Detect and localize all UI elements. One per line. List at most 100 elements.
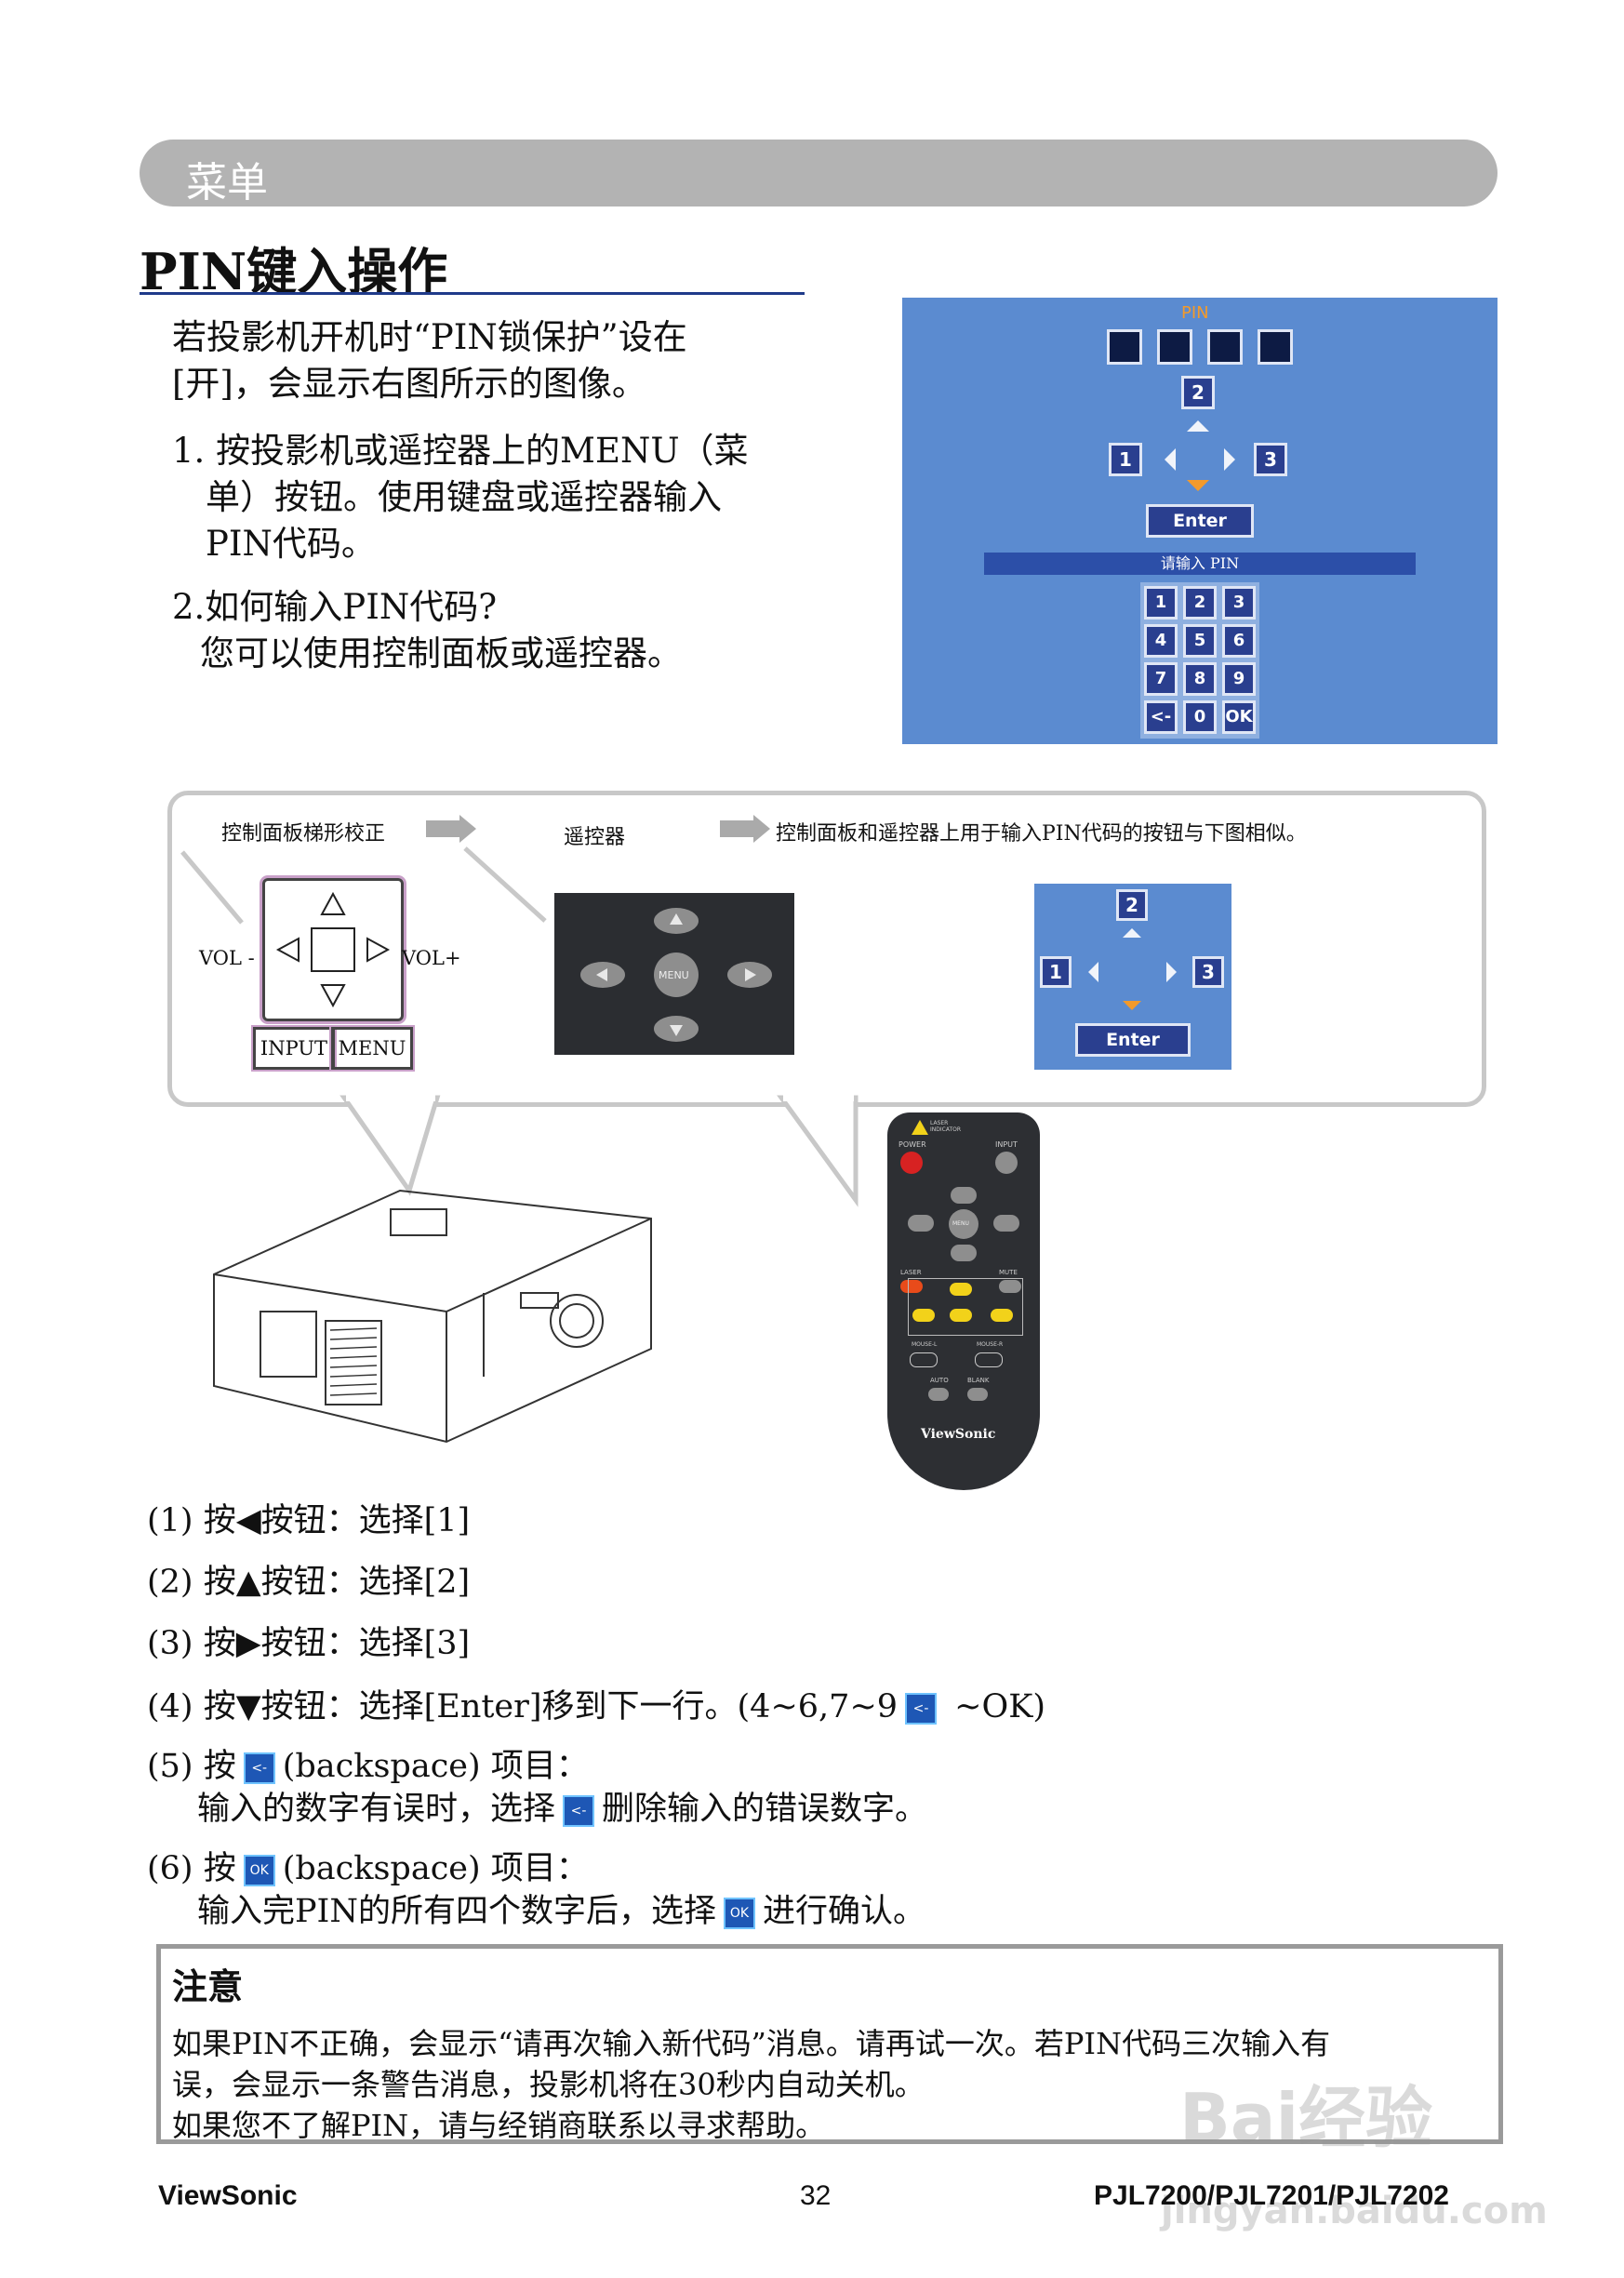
keypad-key[interactable]: <-: [1144, 700, 1178, 734]
remote-menu-button[interactable]: [949, 1209, 978, 1239]
pin-key-right[interactable]: 3: [1254, 443, 1287, 476]
mouse-pad-area: [908, 1278, 1023, 1336]
keypad-key[interactable]: 4: [1144, 624, 1178, 658]
backspace-icon: <-: [905, 1692, 938, 1725]
vol-minus-label: VOL -: [199, 947, 255, 969]
panel-label-remote: 遥控器: [564, 826, 626, 849]
remote-up-button[interactable]: [951, 1187, 977, 1204]
remote-left-button[interactable]: [908, 1215, 934, 1232]
mouse-up-button[interactable]: [950, 1283, 972, 1296]
arrow-head-icon: [459, 815, 476, 843]
mouse-down-button[interactable]: [950, 1309, 972, 1322]
keypad-key[interactable]: 2: [1183, 586, 1217, 619]
remote-dpad-icon: [580, 908, 772, 1042]
power-label: POWER: [899, 1140, 926, 1149]
menu-button[interactable]: MENU: [331, 1027, 413, 1070]
intro-line: 若投影机开机时“PIN锁保护”设在: [172, 317, 687, 357]
step-1: 1. 按投影机或遥控器上的MENU（菜 单）按钮。使用键盘或遥控器输入 PIN代…: [172, 428, 749, 567]
step-5-detail-a: 输入的数字有误时，选择: [197, 1791, 556, 1828]
keypad-key[interactable]: 5: [1183, 624, 1217, 658]
remote-menu-label: MENU: [659, 969, 689, 981]
pin-key-up[interactable]: 2: [1181, 376, 1215, 409]
vol-plus-label: VOL+: [402, 947, 461, 969]
panel-label-similar: 控制面板和遥控器上用于输入PIN代码的按钮与下图相似。: [776, 822, 1307, 846]
mute-label: MUTE: [999, 1269, 1018, 1276]
intro-line: [开]，会显示右图所示的图像。: [172, 364, 646, 404]
pin-screen-title: PIN: [1181, 303, 1209, 323]
remote-dpad-closeup: MENU: [554, 893, 794, 1055]
remote-input-button[interactable]: [995, 1152, 1018, 1174]
step-item-5: (5) 按<-(backspace) 项目：: [147, 1739, 589, 1787]
mouse-l-button[interactable]: [910, 1352, 938, 1367]
step-2: 2.如何输入PIN代码? 您可以使用控制面板或遥控器。: [172, 584, 682, 677]
note-body: 如果PIN不正确，会显示“请再次输入新代码”消息。请再试一次。若PIN代码三次输…: [172, 2023, 1330, 2146]
section-title: 菜单: [186, 159, 268, 206]
keypad-key[interactable]: 9: [1222, 662, 1256, 696]
auto-button[interactable]: [928, 1388, 949, 1401]
pin-enter-button[interactable]: Enter: [1146, 504, 1254, 538]
blank-label: BLANK: [967, 1377, 990, 1384]
keypad-key[interactable]: OK: [1222, 700, 1256, 734]
laser-label: LASER: [900, 1269, 922, 1276]
blank-button[interactable]: [967, 1388, 988, 1401]
step-6-detail-a: 输入完PIN的所有四个数字后，选择: [197, 1893, 717, 1930]
backspace-icon: <-: [563, 1794, 595, 1827]
keypad-key[interactable]: 3: [1222, 586, 1256, 619]
pin-digit-box: [1157, 329, 1192, 365]
step-item-1: (1) 按◀按钮：选择[1]: [147, 1502, 471, 1539]
note-line: 如果您不了解PIN，请与经销商联系以寻求帮助。: [172, 2108, 826, 2143]
step-6-text: (6) 按: [147, 1850, 236, 1887]
keypad-key[interactable]: 0: [1183, 700, 1217, 734]
mouse-r-button[interactable]: [975, 1352, 1003, 1367]
step-5-text: (5) 按: [147, 1748, 236, 1785]
step-2-line: 您可以使用控制面板或遥控器。: [200, 633, 682, 673]
laser-button[interactable]: [900, 1280, 923, 1293]
pin-digit-box: [1258, 329, 1293, 365]
step-item-2: (2) 按▲按钮：选择[2]: [147, 1564, 471, 1601]
step-4-tail: ~OK): [944, 1688, 1045, 1725]
remote-menu-text: MENU: [952, 1220, 969, 1227]
note-line: 误，会显示一条警告消息，投影机将在30秒内自动关机。: [172, 2067, 925, 2102]
mouse-right-button[interactable]: [991, 1309, 1013, 1322]
control-panel-keystone: [262, 878, 404, 1021]
pin-digit-box: [1207, 329, 1243, 365]
keypad-key[interactable]: 8: [1183, 662, 1217, 696]
pin-key-left[interactable]: 1: [1109, 443, 1142, 476]
arrow-head-icon: [753, 815, 770, 843]
step-1-line: 单）按钮。使用键盘或遥控器输入: [206, 477, 722, 517]
power-button[interactable]: [900, 1152, 923, 1174]
keypad-key[interactable]: 7: [1144, 662, 1178, 696]
remote-down-button[interactable]: [951, 1245, 977, 1261]
laser-indicator-label: LASER INDICATOR: [930, 1120, 962, 1133]
step-6-detail-b: 进行确认。: [763, 1893, 926, 1930]
step-1-line: PIN代码。: [206, 524, 376, 564]
baidu-watermark-url: jingyan.baidu.com: [1161, 2190, 1548, 2232]
step-4-text: (4) 按▼按钮：选择[Enter]移到下一行。(4~6,7~9: [147, 1688, 899, 1725]
laser-warning-icon: [912, 1120, 928, 1135]
remote-brand-logo: ViewSonic: [921, 1427, 996, 1442]
sample-key-right: 3: [1192, 956, 1224, 988]
step-1-line: 1. 按投影机或遥控器上的MENU（菜: [172, 431, 749, 471]
backspace-icon: <-: [243, 1752, 275, 1784]
sample-key-left: 1: [1040, 956, 1072, 988]
mute-button[interactable]: [999, 1280, 1021, 1293]
remote-right-button[interactable]: [993, 1215, 1019, 1232]
sample-enter-button: Enter: [1075, 1023, 1191, 1057]
step-item-4: (4) 按▼按钮：选择[Enter]移到下一行。(4~6,7~9<- ~OK): [147, 1680, 1045, 1727]
note-line: 如果PIN不正确，会显示“请再次输入新代码”消息。请再试一次。若PIN代码三次输…: [172, 2026, 1331, 2061]
arrow-up-icon: [1187, 420, 1209, 432]
page-heading: PIN键入操作: [140, 242, 448, 301]
mouse-left-button[interactable]: [912, 1309, 935, 1322]
footer-model: PJL7200/PJL7201/PJL7202: [1094, 2180, 1449, 2211]
keypad-key[interactable]: 6: [1222, 624, 1256, 658]
step-6-tail: (backspace) 项目：: [282, 1850, 589, 1887]
mouse-l-label: MOUSE-L: [912, 1341, 938, 1348]
keypad-key[interactable]: 1: [1144, 586, 1178, 619]
baidu-watermark-logo: Bai经验: [1179, 2079, 1433, 2157]
note-box: 注意 如果PIN不正确，会显示“请再次输入新代码”消息。请再试一次。若PIN代码…: [156, 1944, 1503, 2144]
input-label: INPUT: [995, 1140, 1018, 1149]
footer-brand: ViewSonic: [158, 2180, 298, 2211]
